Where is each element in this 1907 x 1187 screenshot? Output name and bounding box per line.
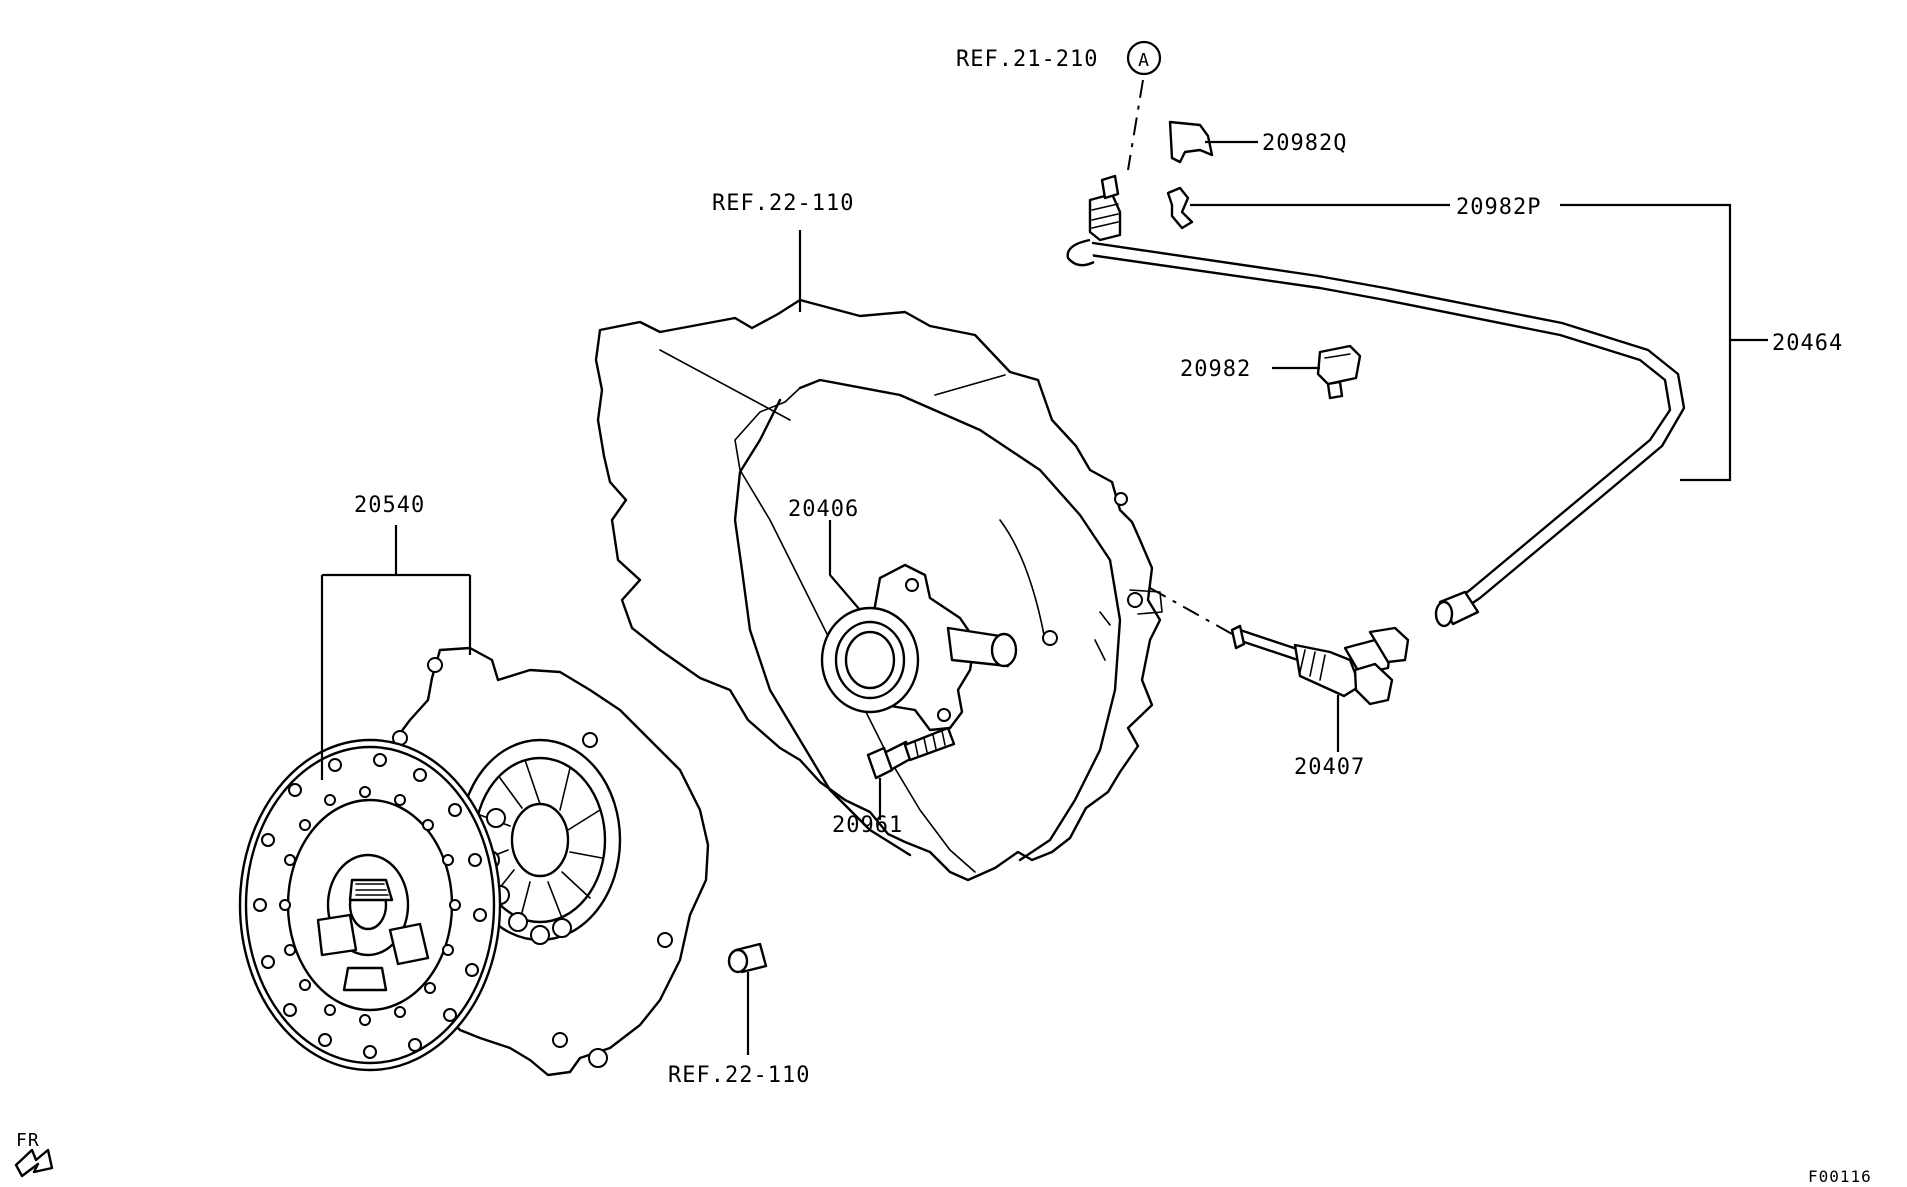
label-20982: 20982 — [1180, 357, 1251, 382]
label-ref-21-210: REF.21-210 — [956, 47, 1098, 72]
label-20464: 20464 — [1772, 331, 1843, 356]
leader-20406 — [828, 520, 861, 611]
label-fr: FR — [16, 1130, 40, 1151]
release-bearing-20406 — [820, 563, 1018, 732]
label-ref-22-110-bottom: REF.22-110 — [668, 1063, 810, 1088]
connector-20982 — [1316, 344, 1362, 400]
slave-cylinder-20407 — [1230, 624, 1410, 706]
label-20982p: 20982P — [1456, 195, 1541, 220]
label-20407: 20407 — [1294, 755, 1365, 780]
label-20982q: 20982Q — [1262, 131, 1347, 156]
label-circle-a: A — [1138, 50, 1150, 71]
label-20406: 20406 — [788, 497, 859, 522]
axis-line-ref-a — [1127, 79, 1144, 171]
clip-20982p — [1166, 186, 1194, 230]
pilot-bushing — [727, 942, 768, 974]
clutch-disc — [238, 738, 502, 1072]
ref-circle-a — [1126, 40, 1162, 76]
label-ref-22-110-top: REF.22-110 — [712, 191, 854, 216]
label-20540: 20540 — [354, 493, 425, 518]
axis-line-cylinder — [1149, 587, 1233, 635]
label-20961: 20961 — [832, 813, 903, 838]
bolt-20961 — [866, 726, 956, 780]
leader-20464-bracket — [1560, 203, 1768, 482]
clutch-tube-20464 — [1066, 174, 1686, 628]
leader-20540-bracket — [320, 525, 472, 780]
clip-20982q — [1168, 120, 1214, 164]
fr-arrow-icon — [14, 1148, 54, 1178]
label-code: F00116 — [1808, 1167, 1872, 1186]
